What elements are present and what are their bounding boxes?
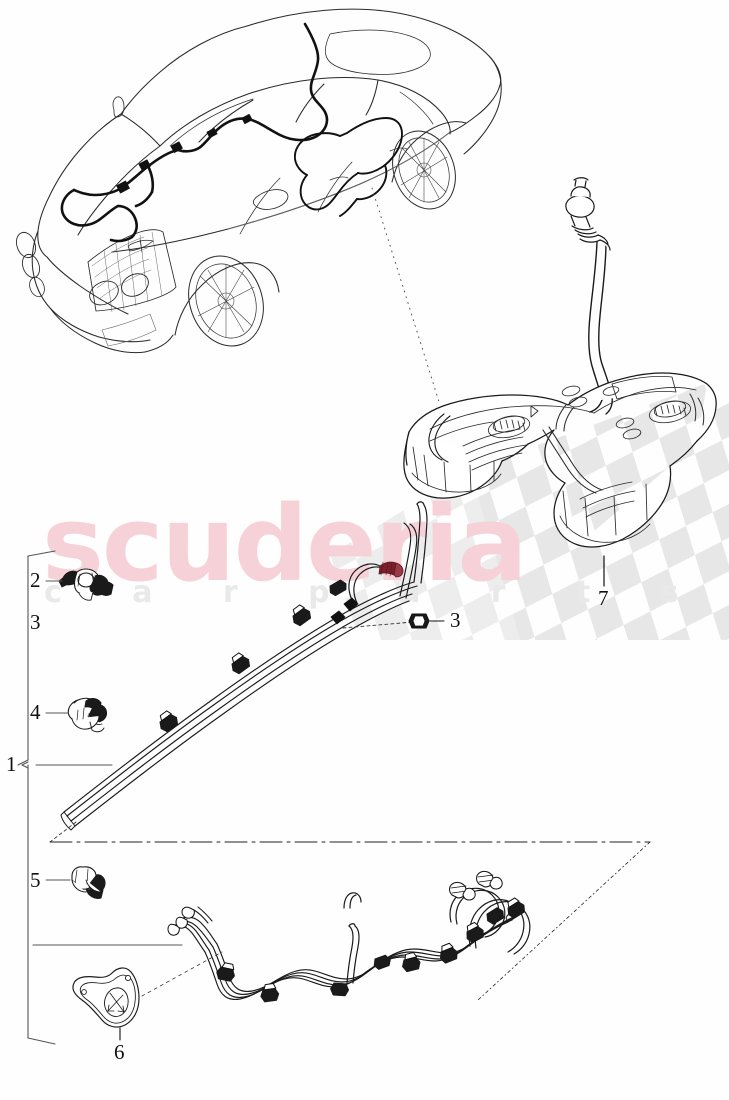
fuel-tank-details: [411, 375, 705, 543]
callout-3-right: 3: [450, 608, 461, 632]
fuel-tank-assembly: [403, 177, 717, 548]
tank-footprint-outline: [293, 117, 403, 217]
quick-connector-a: [449, 881, 476, 901]
section-divider: [49, 821, 651, 1001]
group-bracket-1: [17, 550, 56, 1045]
fuel-tank-body: [403, 372, 717, 548]
leader-3-right: [342, 621, 414, 629]
upper-line-quick-connector: [348, 561, 404, 604]
part-6-bracket: [72, 967, 140, 1028]
part-5-clip: [71, 866, 106, 899]
leader-6-to-assembly: [141, 951, 223, 997]
tank-hose-loop: [428, 413, 451, 463]
vehicle-harness-route: [60, 22, 329, 243]
quick-connector-b: [476, 870, 503, 890]
callout-2: 2: [30, 568, 41, 592]
clip-3-right-part: [408, 613, 430, 629]
callout-5: 5: [30, 868, 41, 892]
fuel-pump-flange-right: [648, 400, 692, 424]
tank-vent-connector: [565, 177, 611, 251]
callout-6: 6: [114, 1040, 125, 1064]
tank-vent-hose: [587, 241, 613, 415]
upper-fuel-line-bundle: [60, 501, 428, 831]
lower-line-branch: [343, 892, 362, 984]
vehicle-harness-clips: [116, 113, 253, 194]
part-2-clip: [58, 568, 114, 601]
lower-line-hairpin-loops: [449, 870, 531, 955]
upper-line-fittings: [330, 597, 359, 625]
leader-vehicle-to-tank: [371, 187, 441, 406]
callout-3-left: 3: [30, 610, 41, 634]
lower-line-clips: [216, 897, 526, 1003]
part-4-clip: [67, 697, 108, 733]
upper-line-clips: [159, 579, 347, 733]
vehicle-outline: [15, 8, 502, 354]
fuel-pump-flange-left: [487, 415, 531, 439]
callout-1: 1: [6, 752, 17, 776]
callout-4: 4: [30, 700, 41, 724]
lower-line-left-fork: [167, 906, 218, 953]
callout-7: 7: [598, 586, 609, 610]
lower-fuel-line-bundle: [167, 870, 531, 1003]
